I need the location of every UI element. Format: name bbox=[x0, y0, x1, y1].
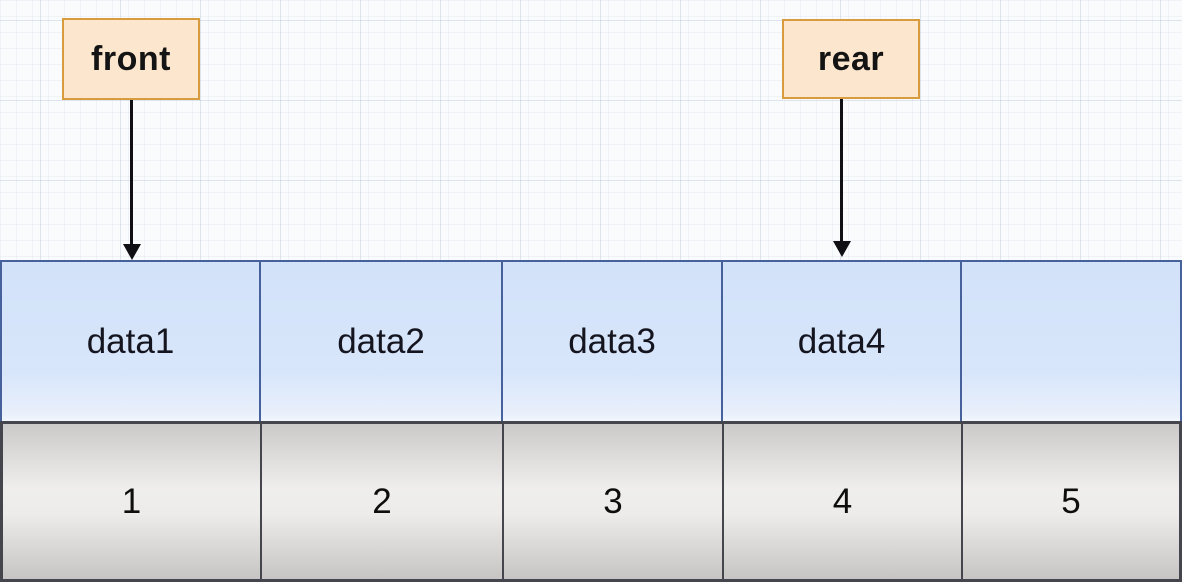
queue-data-row: data1 data2 data3 data4 bbox=[0, 260, 1182, 421]
front-arrow-head-icon bbox=[123, 244, 141, 260]
rear-arrow-head-icon bbox=[833, 241, 851, 257]
front-pointer-label: front bbox=[91, 39, 171, 78]
queue-table: data1 data2 data3 data4 1 2 3 4 5 bbox=[0, 260, 1182, 582]
front-arrow-line bbox=[130, 100, 133, 246]
index-cell-2: 2 bbox=[262, 424, 504, 579]
index-cell-3: 3 bbox=[504, 424, 724, 579]
index-cell-5: 5 bbox=[963, 424, 1179, 579]
data-cell-2: data2 bbox=[261, 262, 503, 421]
index-cell-1: 1 bbox=[3, 424, 262, 579]
rear-pointer-label: rear bbox=[817, 39, 885, 78]
data-cell-4: data4 bbox=[723, 262, 962, 421]
data-cell-1: data1 bbox=[2, 262, 261, 421]
rear-pointer-box: rear bbox=[782, 19, 920, 99]
rear-arrow-line bbox=[840, 99, 843, 243]
index-cell-4: 4 bbox=[724, 424, 963, 579]
front-pointer-box: front bbox=[62, 18, 200, 100]
queue-index-row: 1 2 3 4 5 bbox=[0, 421, 1182, 582]
data-cell-3: data3 bbox=[503, 262, 723, 421]
data-cell-5-empty bbox=[962, 262, 1180, 421]
